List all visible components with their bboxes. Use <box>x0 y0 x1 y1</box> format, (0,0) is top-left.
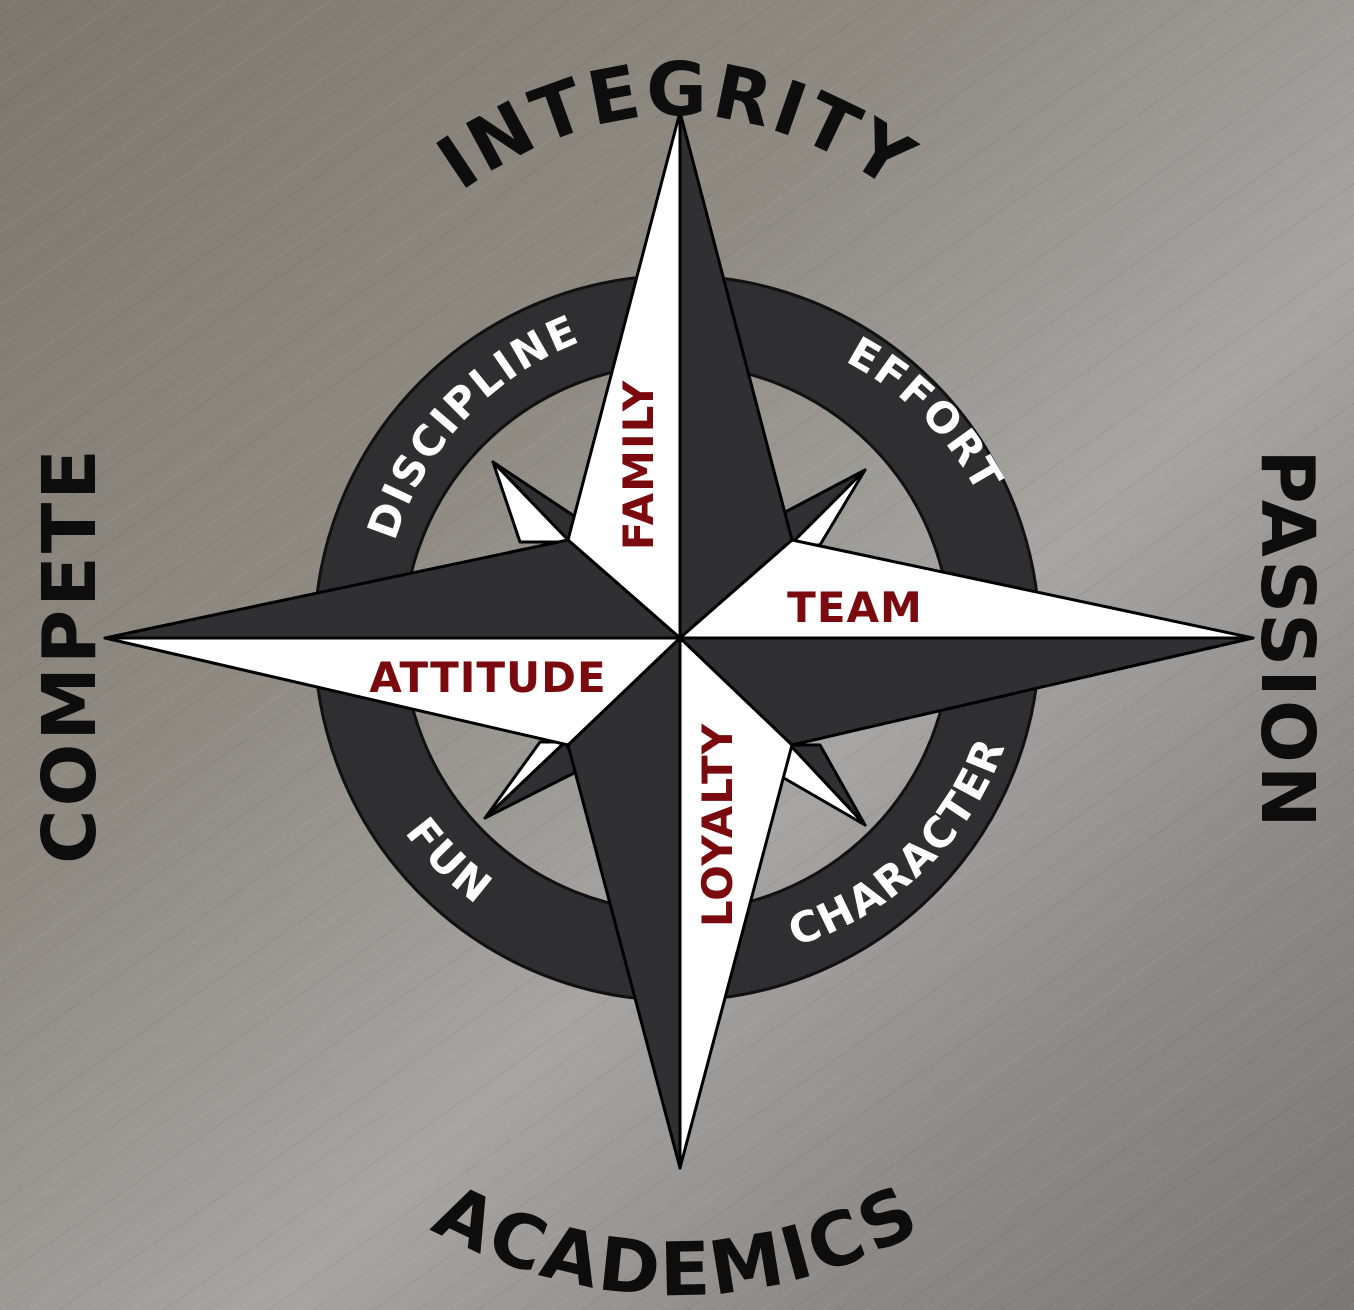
point-value-south: LOYALTY <box>693 723 742 927</box>
diagonal-point-nw-light <box>491 460 572 544</box>
point-value-west: ATTITUDE <box>369 653 606 702</box>
point-value-north: FAMILY <box>614 380 663 550</box>
outer-value-left: COMPETE <box>27 446 113 864</box>
point-value-east: TEAM <box>787 583 923 632</box>
main-points <box>103 110 1255 1170</box>
west-point-dark <box>103 538 682 640</box>
diagonal-points <box>483 460 867 827</box>
outer-value-right: PASSION <box>1244 449 1330 830</box>
